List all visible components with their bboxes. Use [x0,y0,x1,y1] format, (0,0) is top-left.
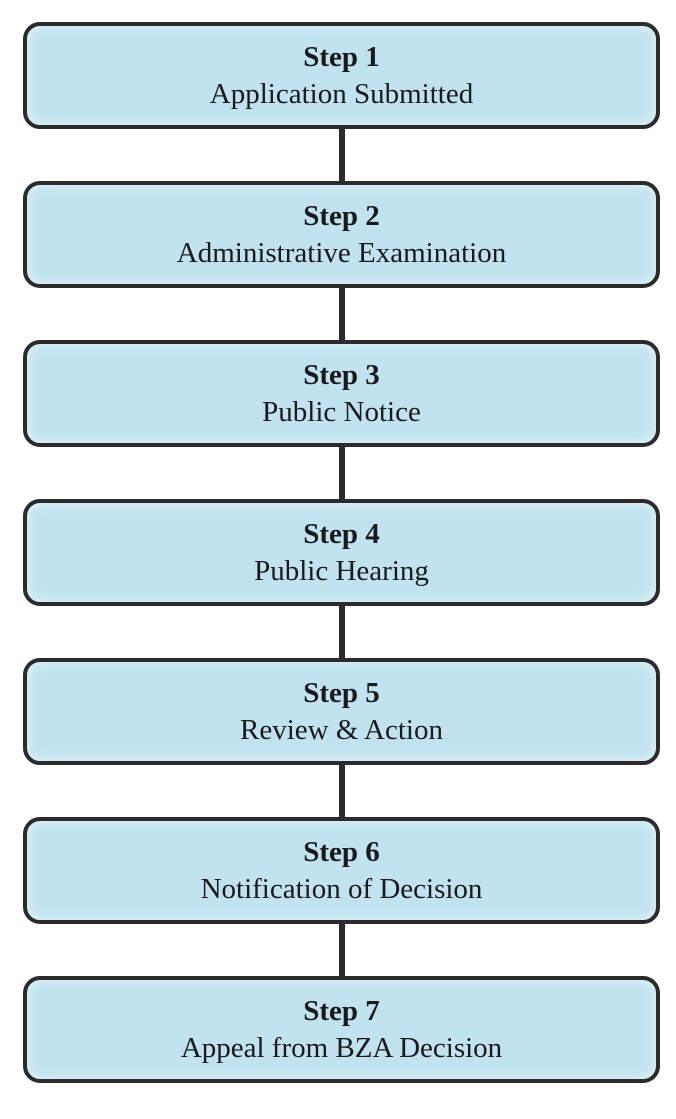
connector-line [339,606,345,658]
step-number: Step 6 [303,835,380,868]
step-box-1: Step 1 Application Submitted [23,22,660,129]
connector-line [339,288,345,340]
step-description: Public Notice [262,395,421,428]
step-box-7: Step 7 Appeal from BZA Decision [23,976,660,1083]
step-number: Step 1 [303,40,380,73]
connector-line [339,129,345,181]
step-description: Appeal from BZA Decision [180,1031,503,1064]
step-number: Step 5 [303,676,380,709]
step-description: Administrative Examination [176,236,507,269]
step-box-4: Step 4 Public Hearing [23,499,660,606]
step-description: Review & Action [240,713,443,746]
step-description: Notification of Decision [200,872,483,905]
step-box-5: Step 5 Review & Action [23,658,660,765]
step-description: Application Submitted [209,77,474,110]
step-box-2: Step 2 Administrative Examination [23,181,660,288]
step-box-3: Step 3 Public Notice [23,340,660,447]
step-box-6: Step 6 Notification of Decision [23,817,660,924]
step-number: Step 3 [303,358,380,391]
connector-line [339,447,345,499]
step-number: Step 7 [303,994,380,1027]
step-number: Step 4 [303,517,380,550]
connector-line [339,765,345,817]
connector-line [339,924,345,976]
step-description: Public Hearing [254,554,429,587]
step-number: Step 2 [303,199,380,232]
